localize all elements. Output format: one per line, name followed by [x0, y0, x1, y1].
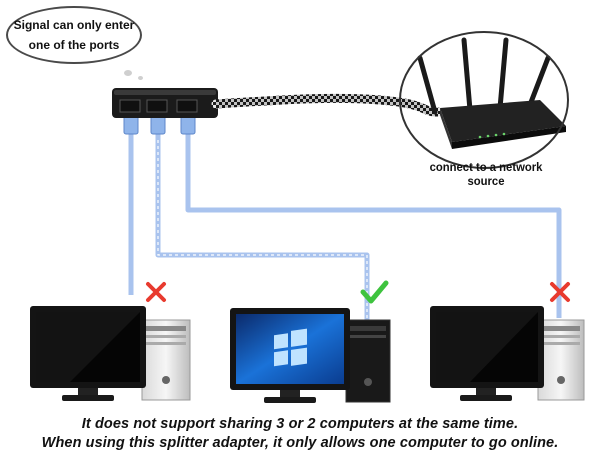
cable-right — [185, 132, 562, 318]
computer-right — [430, 306, 585, 401]
splitter-adapter — [112, 88, 218, 118]
callout-line-1: Signal can only enter — [13, 18, 135, 32]
callout-line-2: one of the ports — [28, 38, 120, 52]
braided-cable — [211, 93, 443, 117]
red-x-icon — [146, 282, 166, 302]
computer-left — [30, 306, 191, 401]
computer-middle — [230, 308, 391, 403]
red-x-icon — [550, 282, 570, 302]
green-check-icon — [360, 280, 389, 304]
router-icon — [417, 37, 566, 149]
bubble-tail-dot-small — [138, 76, 143, 80]
caption-line-2: When using this splitter adapter, it onl… — [41, 435, 559, 451]
router-highlight-circle — [399, 31, 569, 169]
plug-connectors — [123, 115, 196, 135]
callout-bubble: Signal can only enter one of the ports — [6, 6, 142, 64]
caption-line-1: It does not support sharing 3 or 2 compu… — [81, 416, 519, 432]
router-label: connect to a network source — [429, 160, 543, 188]
cable-middle-highlight — [157, 140, 368, 320]
bubble-tail-dot — [124, 70, 132, 76]
